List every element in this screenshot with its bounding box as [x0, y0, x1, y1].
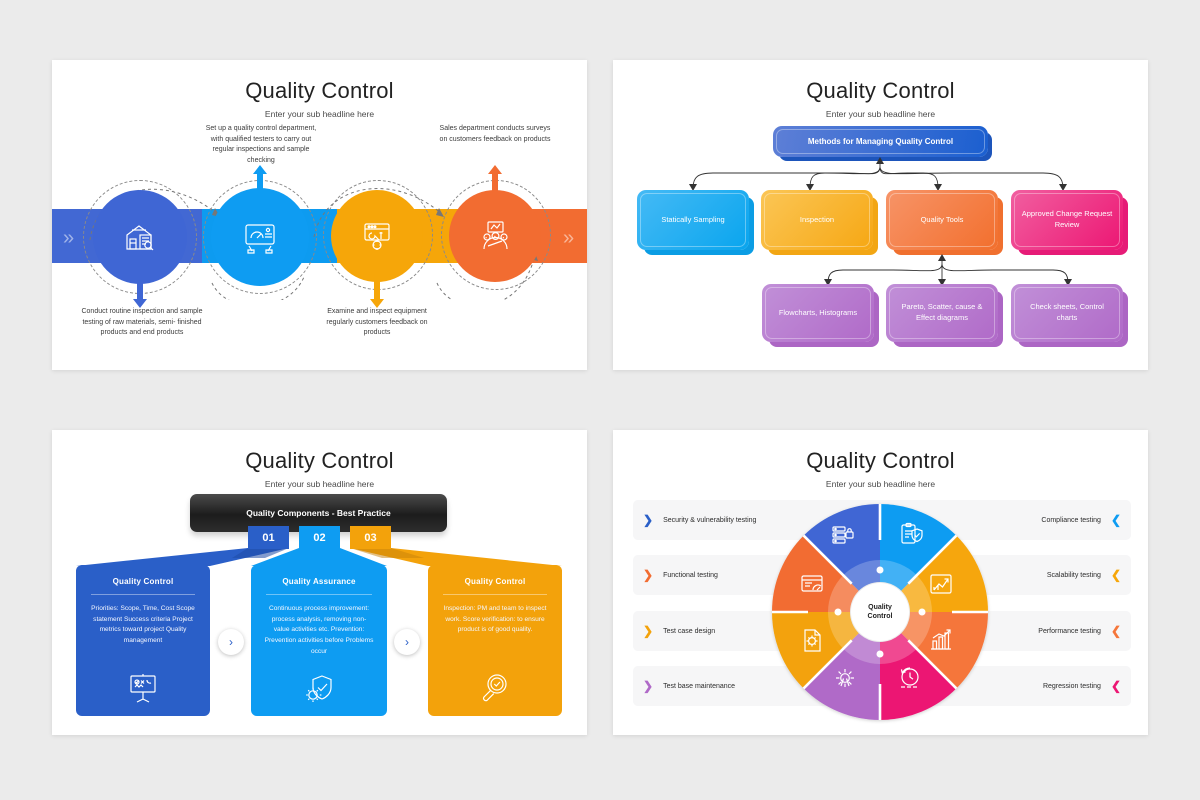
tree-node-statically-sampling[interactable]: Statically Sampling: [637, 190, 749, 250]
ring-decor-2: [203, 180, 317, 294]
ring-decor-3: [323, 180, 433, 290]
tree-root-node[interactable]: Methods for Managing Quality Control: [773, 126, 988, 157]
tree-root-label: Methods for Managing Quality Control: [807, 136, 954, 146]
practice-card-quality-control-3[interactable]: Quality Control Inspection: PM and team …: [428, 565, 562, 716]
label-text: Functional testing: [663, 571, 718, 579]
presentation-board-icon: [130, 674, 156, 703]
gear-wrench-icon: [836, 669, 854, 687]
nav-next-button[interactable]: ›: [394, 629, 420, 655]
nav-next-icon: ›: [405, 635, 409, 649]
arrow-down-step-1: [133, 276, 147, 308]
chevron-right-icon: ❯: [643, 624, 654, 638]
node-label: Flowcharts, Histograms: [778, 307, 858, 317]
practice-card-quality-control-1[interactable]: Quality Control Priorities: Scope, Time,…: [76, 565, 210, 716]
node-label: Inspection: [799, 214, 835, 224]
card-divider: [265, 594, 373, 595]
page-subtitle: Enter your sub headline here: [264, 479, 375, 489]
chevron-right-icon: ❯: [643, 679, 654, 693]
card-title: Quality Assurance: [282, 577, 356, 586]
label-text: Test case design: [663, 627, 716, 635]
step-text-4: Sales department conducts surveys on cus…: [439, 125, 551, 143]
hub-line-1: Quality: [868, 603, 892, 611]
window-chart-icon: [801, 575, 823, 592]
page-subtitle: Enter your sub headline here: [825, 479, 936, 489]
document-gear-icon: [804, 629, 821, 652]
label-text: Performance testing: [1038, 627, 1101, 635]
chevron-right-icon: ❯: [643, 513, 654, 527]
step-text-1: Conduct routine inspection and sample te…: [81, 308, 203, 336]
chevron-right-icon[interactable]: »: [563, 227, 575, 249]
chevron-left-icon: ❮: [1110, 568, 1121, 582]
card-icon-wrap: [428, 670, 562, 706]
ribbon-connectors: [76, 548, 562, 566]
label-text: Security & vulnerability testing: [663, 516, 757, 524]
tree-connectors-level2: [824, 254, 1072, 286]
card-body: Inspection: PM and team to inspect work.…: [443, 605, 547, 634]
number-tab-label: 03: [364, 531, 377, 544]
tree-node-approved-change-request-review[interactable]: Approved Change Request Review: [1011, 190, 1123, 250]
tree-node-inspection[interactable]: Inspection: [761, 190, 873, 250]
chevron-right-icon: ❯: [643, 568, 654, 582]
chevron-left-icon[interactable]: »: [63, 227, 75, 249]
hub-line-2: Control: [867, 613, 893, 620]
page-title: Quality Control: [245, 448, 394, 473]
step-text-2: Set up a quality control department, wit…: [205, 125, 317, 164]
best-practice-header-bar: Quality Components - Best Practice: [190, 494, 447, 532]
tree-node-check-sheets-control-charts[interactable]: Check sheets, Control charts: [1011, 284, 1123, 342]
wheel-hub: Quality Control: [851, 583, 909, 641]
label-text: Test base maintenance: [663, 682, 736, 690]
number-tab-label: 02: [313, 531, 326, 544]
shield-gear-check-icon: [306, 675, 332, 702]
clipboard-shield-icon: [901, 522, 923, 544]
card-title: Quality Control: [464, 577, 526, 586]
card-divider: [90, 594, 196, 595]
number-tab-01[interactable]: 01: [248, 526, 289, 549]
testing-wheel-diagram[interactable]: Quality Control: [768, 500, 992, 724]
card-body: Priorities: Scope, Time, Cost Scope stat…: [91, 605, 195, 645]
nav-prev-icon: ›: [229, 635, 233, 649]
magnifier-check-icon: [483, 674, 507, 702]
card-body: Continuous process improvement: process …: [264, 605, 374, 655]
tree-node-quality-tools[interactable]: Quality Tools: [886, 190, 998, 250]
page-subtitle: Enter your sub headline here: [825, 109, 936, 119]
page-title: Quality Control: [806, 448, 955, 473]
arrow-up-step-2: [253, 165, 267, 197]
arrow-up-step-4: [488, 165, 502, 197]
node-label: Statically Sampling: [661, 214, 725, 224]
node-label: Approved Change Request Review: [1021, 209, 1113, 229]
page-title: Quality Control: [806, 78, 955, 103]
card-icon-wrap: [251, 670, 387, 706]
page-title: Quality Control: [245, 78, 394, 103]
card-icon-wrap: [76, 670, 210, 706]
bar-chart-arrow-icon: [931, 629, 951, 650]
chevron-left-icon: ❮: [1110, 513, 1121, 527]
card-title: Quality Control: [112, 577, 174, 586]
node-label: Quality Tools: [920, 214, 964, 224]
tree-node-pareto-scatter-cause-effect[interactable]: Pareto, Scatter, cause & Effect diagrams: [886, 284, 998, 342]
node-label: Pareto, Scatter, cause & Effect diagrams: [901, 302, 983, 322]
best-practice-header-label: Quality Components - Best Practice: [246, 508, 391, 518]
label-text: Scalability testing: [1046, 571, 1101, 579]
number-tab-label: 01: [262, 531, 275, 544]
number-tab-02[interactable]: 02: [299, 526, 340, 549]
label-text: Compliance testing: [1041, 516, 1101, 524]
node-label: Check sheets, Control charts: [1030, 302, 1104, 322]
step-text-3: Examine and inspect equipment regularly …: [326, 308, 428, 336]
chevron-left-icon: ❮: [1110, 679, 1121, 693]
card-divider: [442, 594, 548, 595]
number-tab-03[interactable]: 03: [350, 526, 391, 549]
page-subtitle: Enter your sub headline here: [264, 109, 375, 119]
arrow-down-step-3: [370, 276, 384, 308]
tree-node-flowcharts-histograms[interactable]: Flowcharts, Histograms: [762, 284, 874, 342]
clock-rotate-icon: [900, 667, 919, 688]
practice-card-quality-assurance[interactable]: Quality Assurance Continuous process imp…: [251, 565, 387, 716]
growth-chart-icon: [930, 574, 952, 594]
server-lock-icon: [832, 526, 854, 544]
chevron-left-icon: ❮: [1110, 624, 1121, 638]
label-text: Regression testing: [1042, 682, 1101, 690]
nav-prev-button[interactable]: ›: [218, 629, 244, 655]
tree-connectors-level1: [689, 157, 1067, 191]
